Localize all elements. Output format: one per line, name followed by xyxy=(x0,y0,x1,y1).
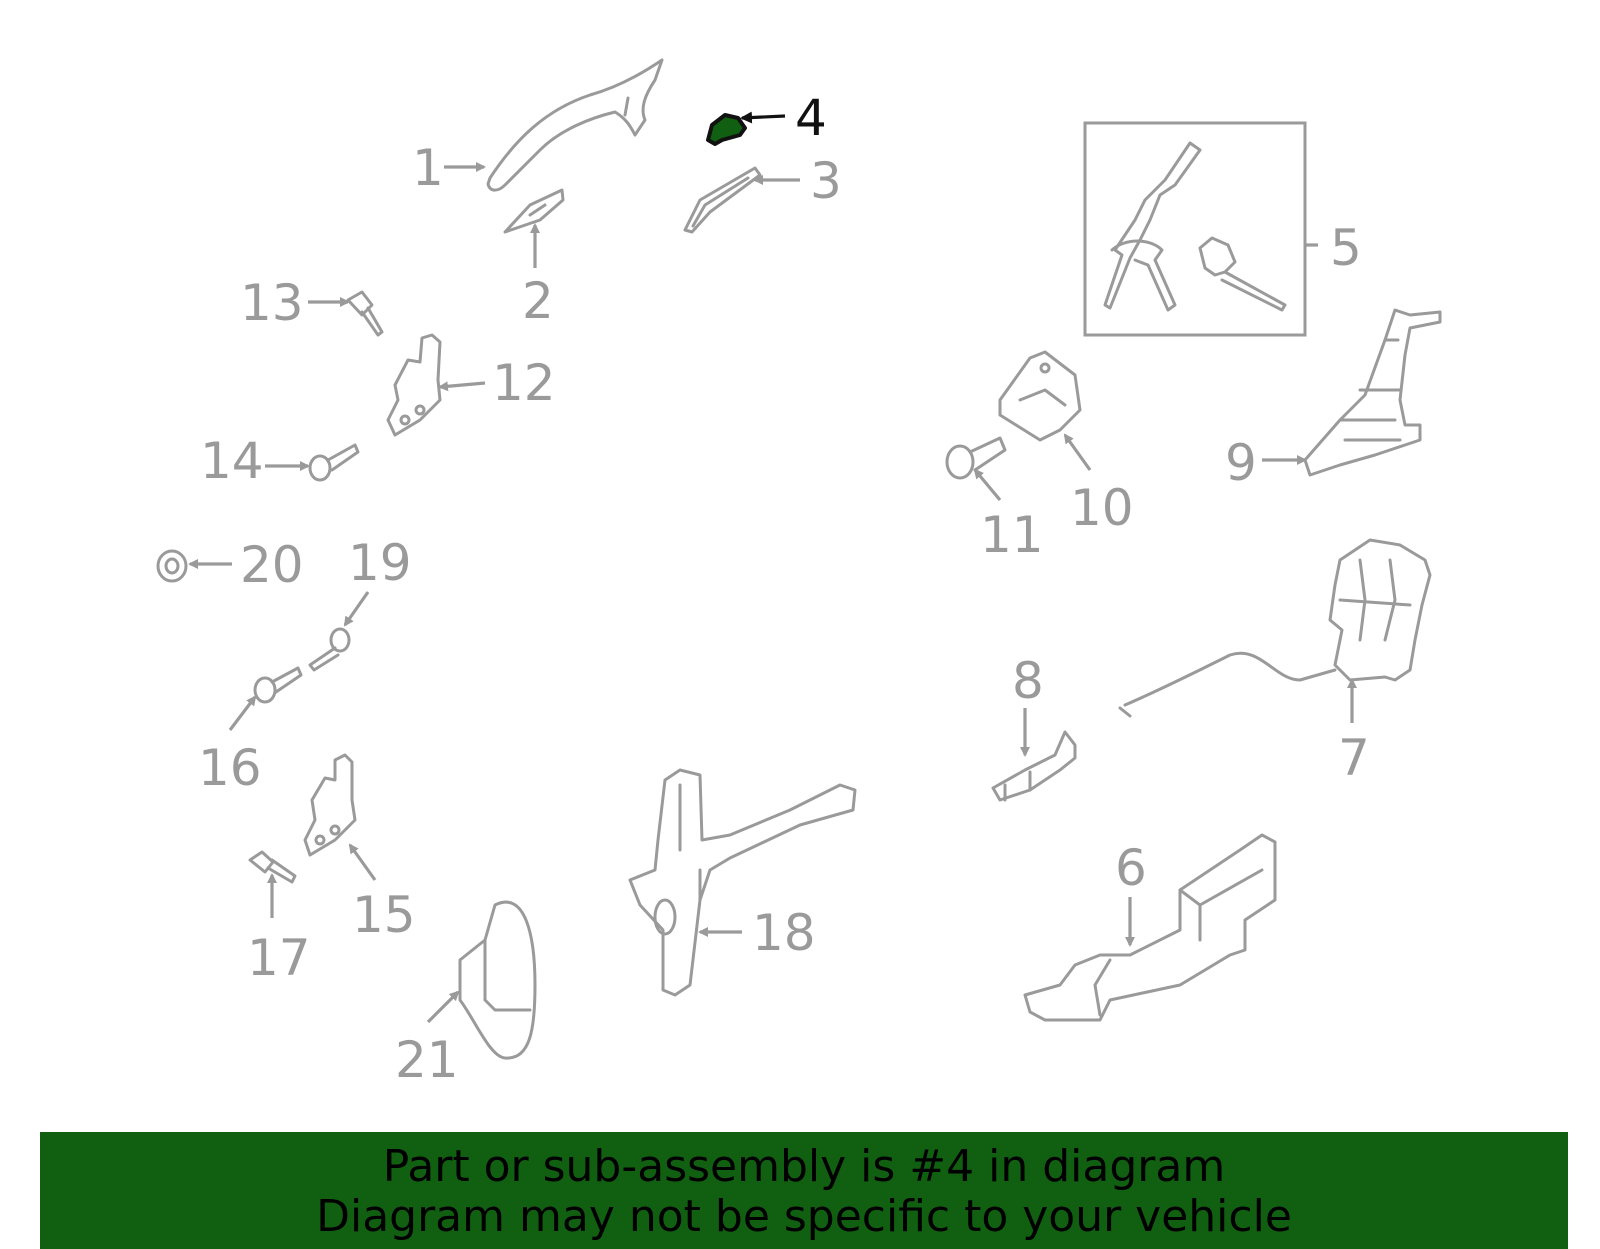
callout-label: 6 xyxy=(1115,839,1147,897)
part-19-check-bolt xyxy=(308,627,351,672)
part-4-highlighted-cap xyxy=(706,113,747,146)
callout-6: 6 xyxy=(1115,839,1147,947)
callout-label: 20 xyxy=(240,536,304,594)
part-5-lock-cylinder-kit xyxy=(1083,121,1307,337)
callout-label: 4 xyxy=(795,89,827,147)
callout-7: 7 xyxy=(1338,678,1370,787)
callout-9: 9 xyxy=(1225,434,1307,492)
part-12-upper-hinge xyxy=(386,333,442,437)
part-2-handle-gasket xyxy=(503,188,565,234)
callout-label: 10 xyxy=(1070,479,1134,537)
callout-label: 2 xyxy=(522,272,554,330)
callout-13: 13 xyxy=(240,274,350,332)
callout-3: 3 xyxy=(753,152,842,210)
part-1-outer-handle xyxy=(486,58,664,192)
banner-line-part-info: Part or sub-assembly is #4 in diagram xyxy=(382,1141,1226,1192)
callout-label: 15 xyxy=(352,886,416,944)
part-16-hinge-bolt xyxy=(253,666,303,704)
callout-10: 10 xyxy=(1063,433,1134,537)
part-11-striker-screw xyxy=(945,436,1007,480)
part-14-hinge-bolt xyxy=(308,443,360,482)
info-banner: Part or sub-assembly is #4 in diagram Di… xyxy=(40,1132,1568,1249)
callout-label: 13 xyxy=(240,274,304,332)
callout-14: 14 xyxy=(200,432,310,490)
callout-2: 2 xyxy=(522,223,554,330)
callout-label: 9 xyxy=(1225,434,1257,492)
part-17-hinge-bolt xyxy=(248,850,297,884)
part-10-door-striker xyxy=(998,350,1082,442)
part-13-hinge-bolt xyxy=(346,290,384,337)
part-9-lock-module-bracket xyxy=(1303,308,1442,477)
callout-label: 12 xyxy=(492,354,556,412)
callout-21: 21 xyxy=(395,990,460,1089)
callout-1: 1 xyxy=(412,139,486,197)
callout-15: 15 xyxy=(348,843,416,944)
part-8-latch-actuator xyxy=(991,730,1077,802)
callout-19: 19 xyxy=(343,534,412,627)
callout-12: 12 xyxy=(438,354,556,412)
callout-label: 7 xyxy=(1338,729,1370,787)
callout-17: 17 xyxy=(247,873,311,987)
callout-label: 11 xyxy=(980,506,1044,564)
callout-label: 17 xyxy=(247,929,311,987)
callout-4: 4 xyxy=(740,89,827,147)
callout-label: 19 xyxy=(348,534,412,592)
part-20-nut xyxy=(156,549,188,583)
callout-label: 5 xyxy=(1330,219,1362,277)
callout-label: 21 xyxy=(395,1031,459,1089)
callout-5: 5 xyxy=(1306,219,1362,277)
callout-16: 16 xyxy=(198,695,262,797)
callout-label: 16 xyxy=(198,739,262,797)
banner-line-disclaimer: Diagram may not be specific to your vehi… xyxy=(316,1191,1292,1242)
callout-18: 18 xyxy=(698,904,816,962)
callout-label: 8 xyxy=(1012,652,1044,710)
part-3-handle-bezel xyxy=(683,166,762,234)
callout-8: 8 xyxy=(1012,652,1044,757)
callout-label: 3 xyxy=(810,152,842,210)
callout-11: 11 xyxy=(973,468,1044,564)
part-7-door-latch xyxy=(1118,538,1432,718)
part-18-door-check xyxy=(628,768,857,997)
callout-20: 20 xyxy=(188,536,304,594)
part-6-inside-handle xyxy=(1023,833,1277,1022)
callout-label: 18 xyxy=(752,904,816,962)
callout-label: 1 xyxy=(412,139,444,197)
callout-label: 14 xyxy=(200,432,264,490)
part-15-lower-hinge xyxy=(303,753,357,857)
part-21-bumper xyxy=(458,900,537,1060)
